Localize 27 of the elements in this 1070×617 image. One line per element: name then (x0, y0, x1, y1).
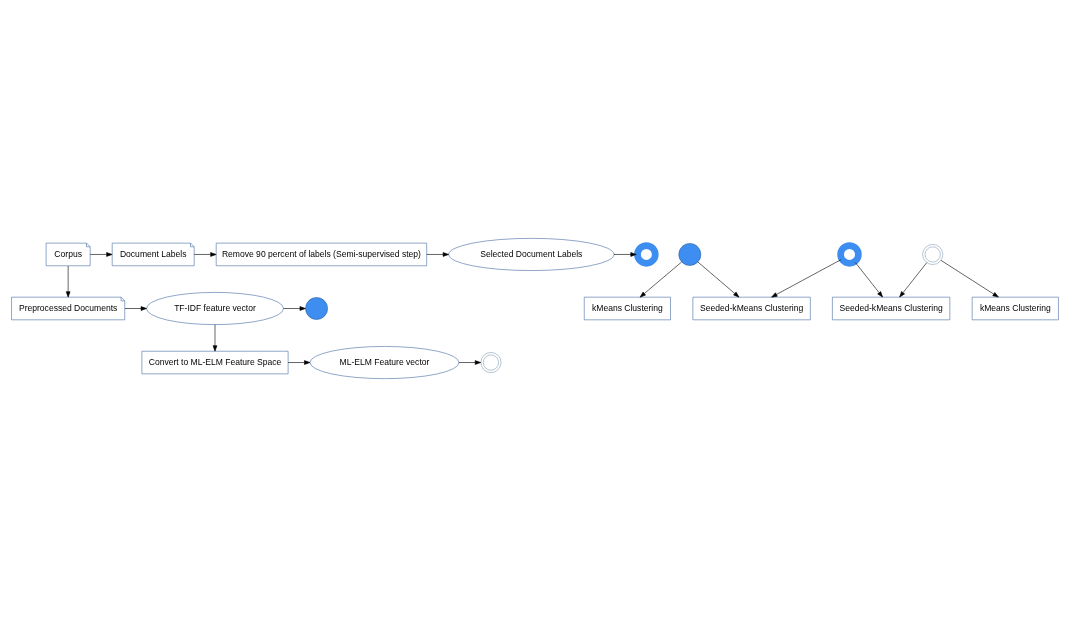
arrow (287, 360, 311, 365)
arrow (639, 261, 682, 298)
node-box: Seeded-kMeans Clustering (832, 296, 951, 321)
arrow (771, 259, 842, 298)
arrow (124, 306, 147, 311)
node-box: Convert to ML-ELM Feature Space (141, 350, 289, 375)
node-circle (678, 243, 702, 266)
node-box: Seeded-kMeans Clustering (692, 296, 811, 321)
arrow (193, 252, 217, 257)
arrow (212, 324, 218, 352)
arrow (89, 252, 113, 257)
node-box: kMeans Clustering (971, 296, 1059, 321)
arrow (697, 261, 740, 298)
node-ellipse: ML-ELM Feature vector (309, 346, 460, 379)
node-box: Remove 90 percent of labels (Semi-supervised step) (215, 242, 427, 267)
node-circle (305, 297, 328, 320)
arrow (65, 265, 71, 298)
arrow (899, 262, 928, 298)
arrow (426, 252, 449, 257)
arrow (283, 306, 306, 311)
node-box: kMeans Clustering (583, 296, 671, 321)
arrow (458, 360, 481, 365)
node-ellipse: Selected Document Labels (448, 238, 615, 271)
node-ellipse: TF-IDF feature vector (146, 292, 284, 325)
arrow (613, 252, 637, 257)
arrow (855, 262, 883, 298)
arrow (940, 260, 999, 298)
